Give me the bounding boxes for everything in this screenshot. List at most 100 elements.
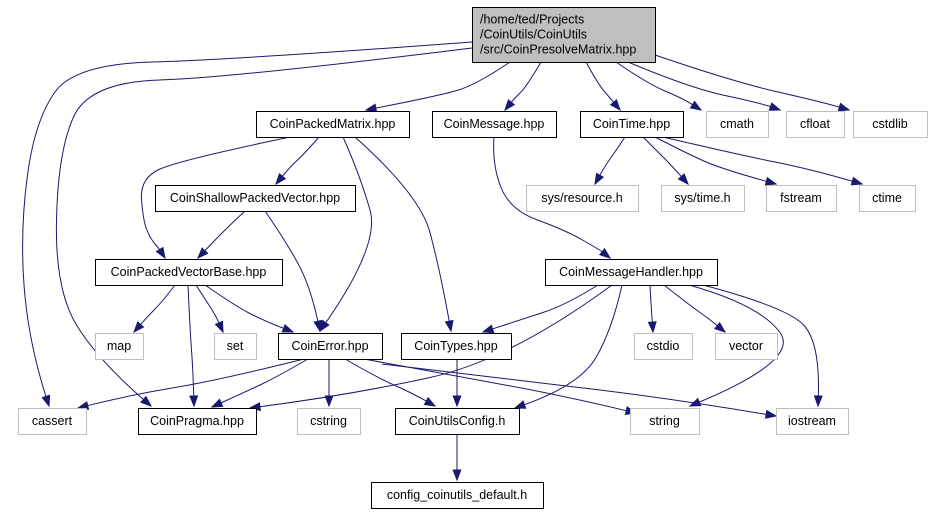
edge-line xyxy=(195,284,220,324)
arrowhead-icon xyxy=(764,176,778,186)
edge-line xyxy=(662,136,853,182)
arrowhead-icon xyxy=(504,99,516,112)
edge-line xyxy=(381,363,767,415)
node-resource: sys/resource.h xyxy=(526,185,639,212)
node-box xyxy=(155,185,356,212)
node-box xyxy=(95,259,283,286)
node-cstdio: cstdio xyxy=(634,333,693,360)
arrowhead-icon xyxy=(513,400,527,409)
edge-handler-to-cstdio xyxy=(647,284,657,334)
node-box xyxy=(401,333,512,360)
arrowhead-icon xyxy=(444,319,454,333)
edge-line xyxy=(187,284,195,397)
edge-line xyxy=(259,284,613,408)
node-box xyxy=(706,111,769,138)
edge-handler-to-vector xyxy=(663,284,727,333)
arrowhead-icon xyxy=(197,247,209,260)
node-label: CoinMessage.hpp xyxy=(444,117,545,131)
edge-packedmatrix-to-pvbase xyxy=(140,136,291,260)
node-label: cfloat xyxy=(800,117,830,131)
node-box xyxy=(766,185,837,212)
arrowhead-icon xyxy=(598,247,612,259)
edge-line xyxy=(663,284,718,327)
node-box xyxy=(297,408,361,435)
node-systime: sys/time.h xyxy=(661,185,745,212)
edge-line xyxy=(354,136,450,322)
node-utilsconfig[interactable]: CoinUtilsConfig.h xyxy=(395,408,520,435)
arrowhead-icon xyxy=(319,319,330,333)
node-error[interactable]: CoinError.hpp xyxy=(278,333,383,360)
edge-line xyxy=(642,136,682,177)
edge-error-to-pragma xyxy=(210,358,309,408)
edge-line xyxy=(140,284,176,325)
arrowhead-icon xyxy=(452,469,462,482)
node-label: set xyxy=(227,339,244,353)
node-pvbase[interactable]: CoinPackedVectorBase.hpp xyxy=(95,259,283,286)
node-label: vector xyxy=(729,339,763,353)
arrowhead-icon xyxy=(768,102,782,111)
arrowhead-icon xyxy=(481,324,495,334)
node-root[interactable]: /home/ted/Projects/CoinUtils/CoinUtils/s… xyxy=(472,7,656,63)
arrowhead-icon xyxy=(275,173,287,186)
arrowhead-icon xyxy=(313,319,323,333)
edge-pvbase-to-pragma xyxy=(187,284,199,408)
edge-root-to-cassert xyxy=(22,41,473,408)
node-pragma[interactable]: CoinPragma.hpp xyxy=(138,408,257,435)
node-label: CoinUtilsConfig.h xyxy=(409,414,506,428)
edge-line xyxy=(654,136,767,182)
edge-line xyxy=(220,358,309,404)
arrowhead-icon xyxy=(140,395,153,407)
arrowhead-icon xyxy=(813,395,823,408)
node-label: ctime xyxy=(872,191,902,205)
node-message[interactable]: CoinMessage.hpp xyxy=(432,111,557,138)
edge-line xyxy=(510,61,542,103)
edge-handler-to-types xyxy=(481,284,599,334)
edge-line xyxy=(281,136,320,177)
node-label: /src/CoinPresolveMatrix.hpp xyxy=(480,43,636,57)
node-box xyxy=(786,111,845,138)
node-label: CoinMessageHandler.hpp xyxy=(559,265,703,279)
edge-root-to-time xyxy=(585,61,621,112)
node-box xyxy=(278,333,383,360)
arrowhead-icon xyxy=(594,172,605,186)
edge-line xyxy=(524,284,623,406)
edge-root-to-cstdlib xyxy=(654,54,851,112)
node-time[interactable]: CoinTime.hpp xyxy=(580,111,684,138)
edge-line xyxy=(702,284,819,397)
node-cassert: cassert xyxy=(18,408,87,435)
node-label: cstdio xyxy=(647,339,680,353)
arrowhead-icon xyxy=(41,394,51,408)
edge-line xyxy=(325,136,373,324)
edge-packedmatrix-to-error xyxy=(319,136,373,333)
arrowhead-icon xyxy=(324,395,334,408)
edge-error-to-cstring xyxy=(324,359,334,408)
arrowhead-icon xyxy=(837,102,851,112)
arrowhead-icon xyxy=(452,395,462,408)
node-label: CoinPackedMatrix.hpp xyxy=(270,117,396,131)
edge-handler-to-utilsconfig xyxy=(513,284,623,409)
node-box xyxy=(214,333,257,360)
node-label: iostream xyxy=(788,414,836,428)
node-label: CoinPragma.hpp xyxy=(150,414,244,428)
node-label: CoinShallowPackedVector.hpp xyxy=(170,191,340,205)
edge-line xyxy=(344,358,427,402)
arrowhead-icon xyxy=(364,103,378,113)
node-configdefault[interactable]: config_coinutils_default.h xyxy=(371,482,544,509)
edge-line xyxy=(599,136,626,176)
node-shallow[interactable]: CoinShallowPackedVector.hpp xyxy=(155,185,356,212)
node-label: /home/ted/Projects xyxy=(480,13,584,27)
node-box xyxy=(776,408,849,435)
node-cmath: cmath xyxy=(706,111,769,138)
node-handler[interactable]: CoinMessageHandler.hpp xyxy=(545,259,718,286)
arrowhead-icon xyxy=(210,398,224,408)
node-vector: vector xyxy=(715,333,778,360)
node-box xyxy=(395,408,520,435)
edge-error-to-utilsconfig xyxy=(344,358,437,407)
arrowhead-icon xyxy=(609,99,621,112)
edge-line xyxy=(615,61,693,106)
node-box xyxy=(715,333,778,360)
node-packedmatrix[interactable]: CoinPackedMatrix.hpp xyxy=(256,111,410,138)
node-types[interactable]: CoinTypes.hpp xyxy=(401,333,512,360)
node-label: sys/resource.h xyxy=(541,191,622,205)
edge-line xyxy=(140,136,291,251)
